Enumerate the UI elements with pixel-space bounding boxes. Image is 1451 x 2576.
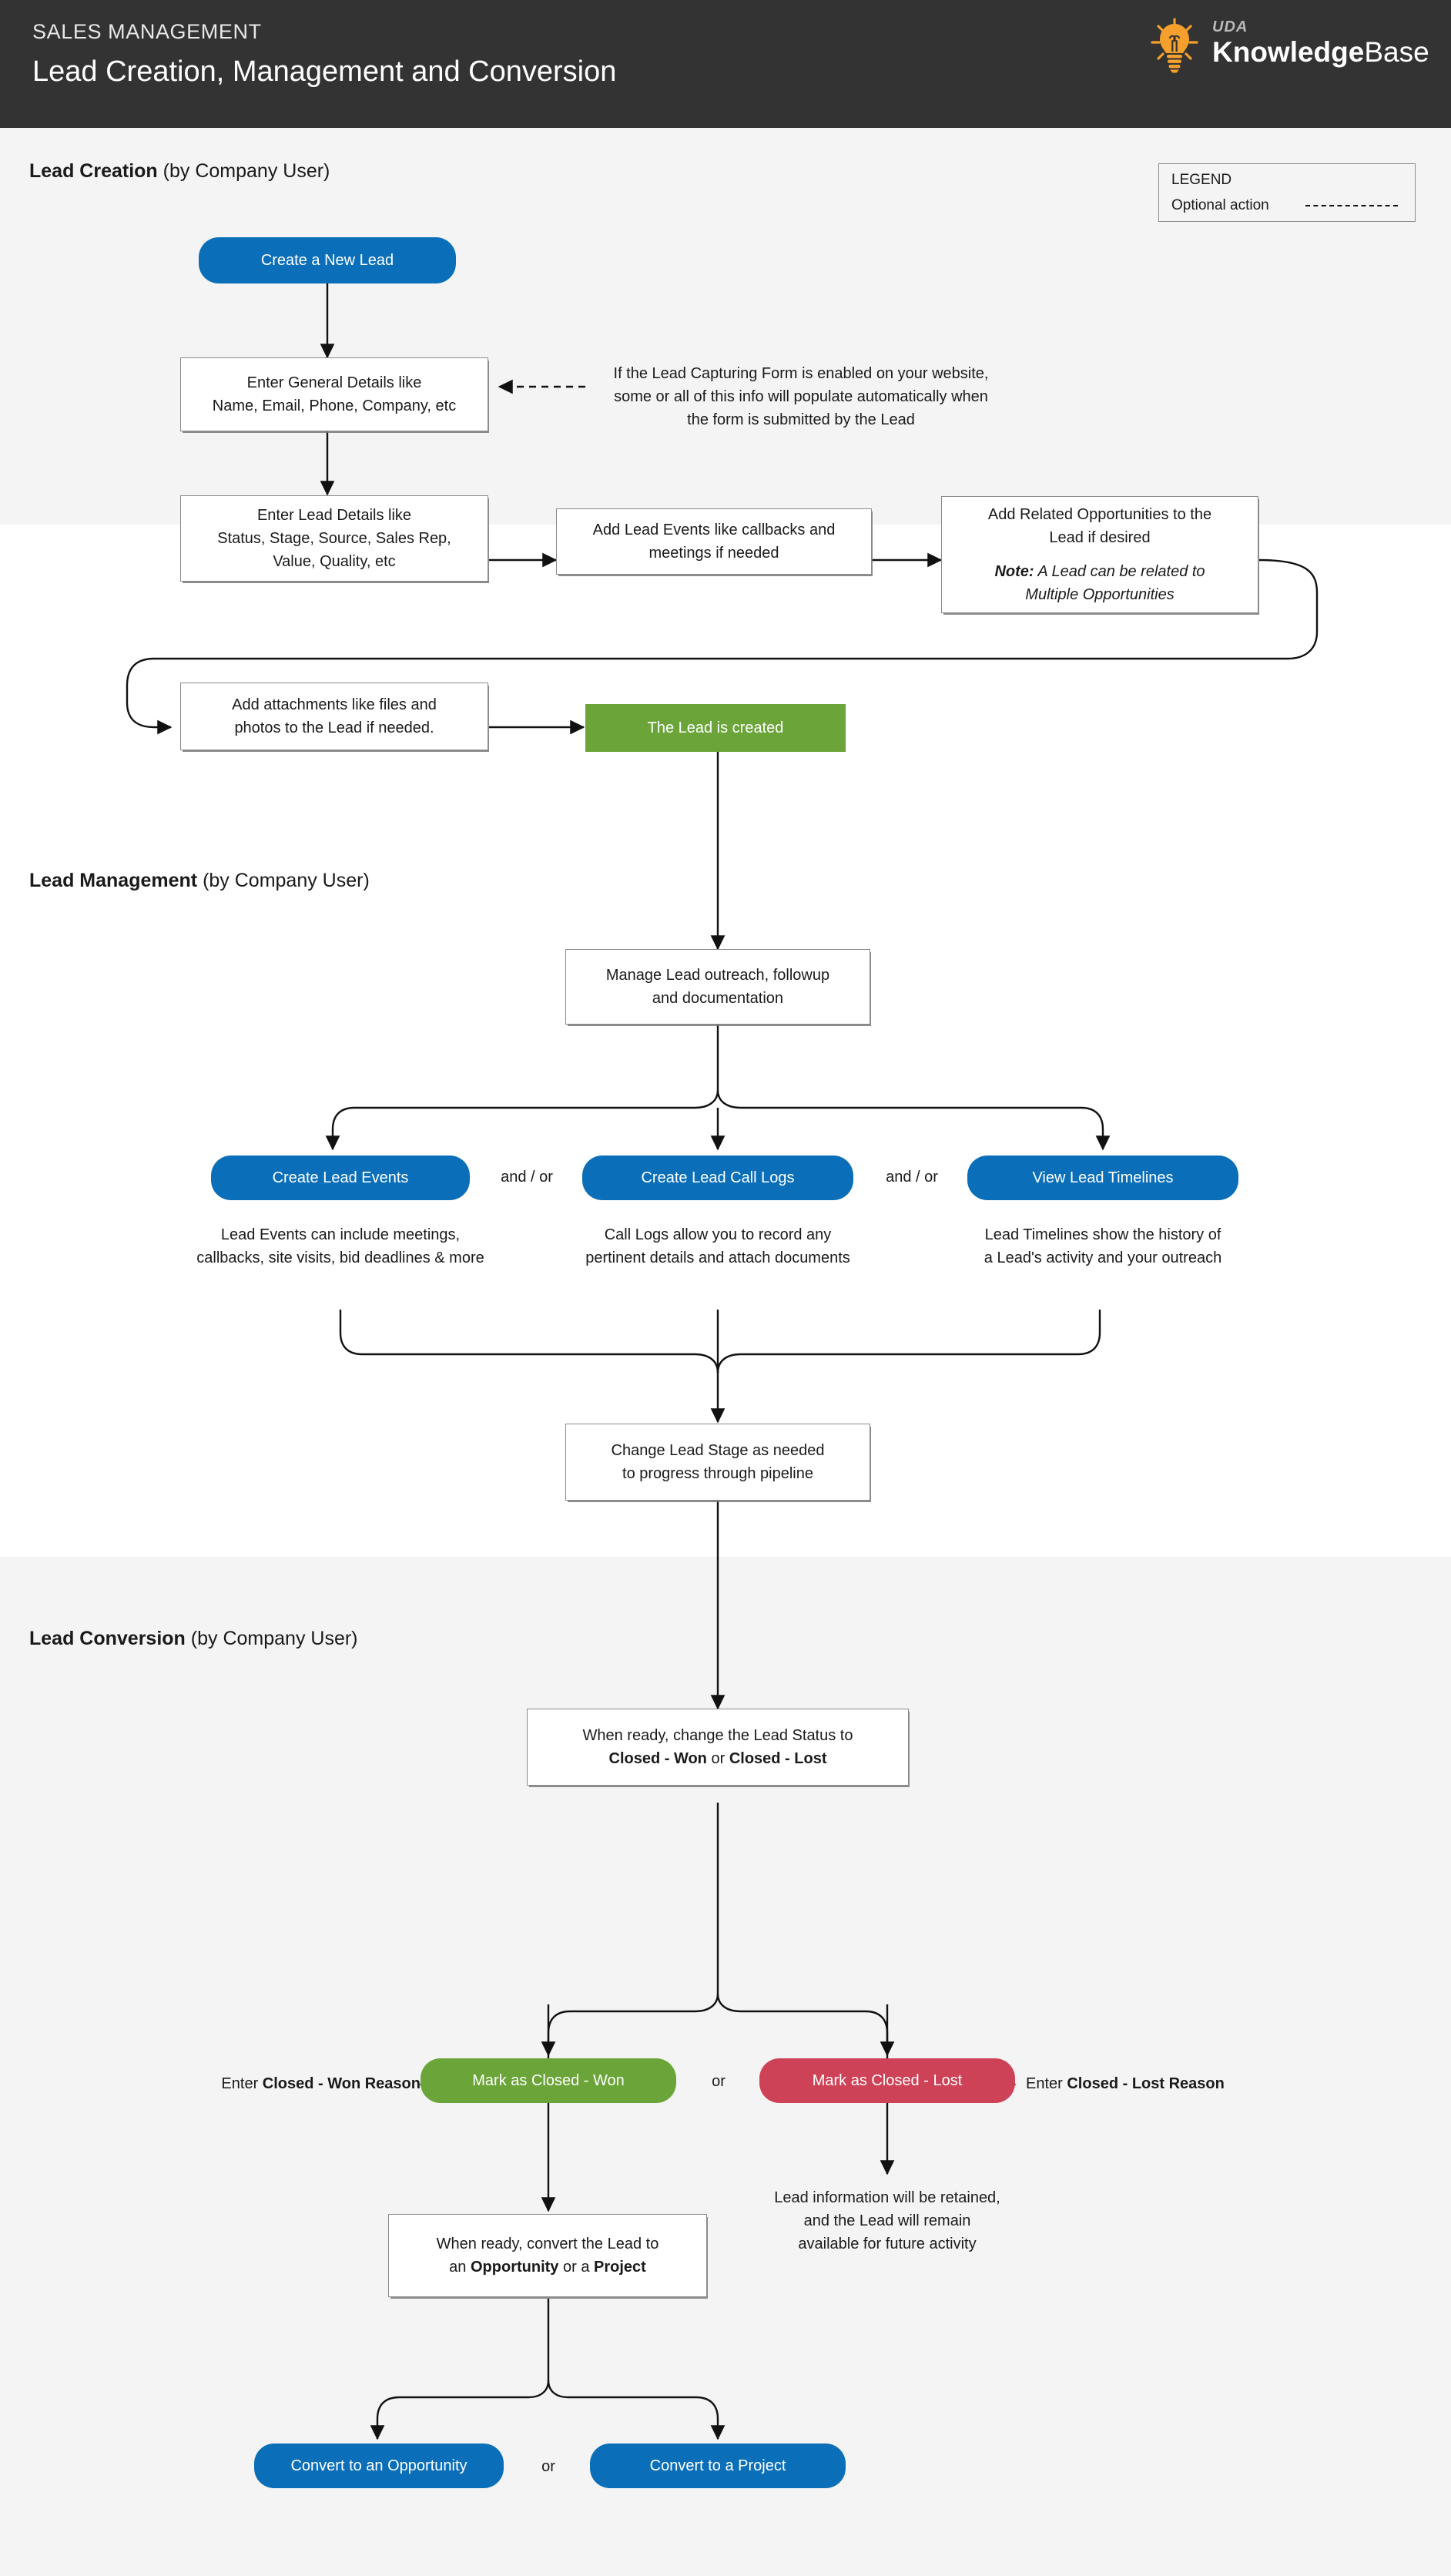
page-title: Lead Creation, Management and Conversion xyxy=(32,55,617,88)
mark-closed-lost-button[interactable]: Mark as Closed - Lost xyxy=(759,2058,1015,2103)
status-line-1: When ready, change the Lead Status to xyxy=(582,1727,853,1744)
status-or-text: or xyxy=(706,1750,729,1767)
convert-lead-box: When ready, convert the Lead to an Oppor… xyxy=(388,2214,707,2297)
create-lead-events-button[interactable]: Create Lead Events xyxy=(211,1156,470,1200)
legend-box: LEGEND Optional action xyxy=(1158,163,1416,222)
conjunction-and-or-2: and / or xyxy=(886,1169,938,1186)
status-lost-text: Closed - Lost xyxy=(729,1750,827,1767)
lead-info-retained-note: Lead information will be retained,and th… xyxy=(774,2189,1000,2252)
logo-wordmark: UDA KnowledgeBase xyxy=(1212,18,1429,69)
legend-optional-label: Optional action xyxy=(1171,197,1269,213)
legend-dashed-line-sample xyxy=(1305,205,1398,206)
section-name: Lead Conversion xyxy=(29,1628,186,1649)
uda-knowledgebase-logo: UDA KnowledgeBase xyxy=(1146,15,1429,75)
section-title-lead-creation: Lead Creation (by Company User) xyxy=(29,160,330,183)
change-lead-status-box: When ready, change the Lead Status to Cl… xyxy=(527,1709,909,1786)
status-line-2: Closed - Won or Closed - Lost xyxy=(609,1747,827,1770)
conversion-or-label: or xyxy=(712,2073,726,2090)
section-name: Lead Management xyxy=(29,870,198,891)
section-title-lead-conversion: Lead Conversion (by Company User) xyxy=(29,1628,358,1650)
convert-line-1: When ready, convert the Lead to xyxy=(436,2236,659,2252)
legend-title: LEGEND xyxy=(1171,172,1232,188)
logo-knowledge-word: Knowledge xyxy=(1212,36,1365,68)
section-actor: (by Company User) xyxy=(190,1628,358,1649)
lead-is-created-box: The Lead is created xyxy=(585,704,846,752)
logo-uda-text: UDA xyxy=(1212,18,1248,35)
enter-closed-won-reason-label: Enter Closed - Won Reason xyxy=(116,2072,421,2095)
convert-line-2: an Opportunity or a Project xyxy=(449,2256,646,2279)
convert-mid-text: or a xyxy=(558,2259,594,2276)
lost-reason-bold: Closed - Lost Reason xyxy=(1067,2075,1225,2092)
enter-closed-lost-reason-label: Enter Closed - Lost Reason xyxy=(1026,2072,1349,2095)
create-new-lead-button[interactable]: Create a New Lead xyxy=(199,237,456,283)
header-eyebrow: SALES MANAGEMENT xyxy=(32,20,262,43)
won-reason-prefix: Enter xyxy=(221,2075,263,2092)
lead-capture-form-note: If the Lead Capturing Form is enabled on… xyxy=(613,365,989,428)
create-lead-call-logs-button[interactable]: Create Lead Call Logs xyxy=(582,1156,853,1200)
section-name: Lead Creation xyxy=(29,160,158,182)
section-title-lead-management: Lead Management (by Company User) xyxy=(29,870,370,892)
status-won-text: Closed - Won xyxy=(608,1750,707,1767)
won-reason-bold: Closed - Won Reason xyxy=(262,2075,421,2092)
page-header: SALES MANAGEMENT Lead Creation, Manageme… xyxy=(0,0,1451,128)
view-lead-timelines-button[interactable]: View Lead Timelines xyxy=(967,1156,1238,1200)
note-label: Note: xyxy=(994,563,1034,580)
logo-knowledgebase-text: KnowledgeBase xyxy=(1212,35,1429,69)
mark-closed-won-button[interactable]: Mark as Closed - Won xyxy=(421,2058,676,2103)
convert-to-project-button[interactable]: Convert to a Project xyxy=(590,2444,846,2488)
logo-base-word: Base xyxy=(1364,36,1429,68)
convert-opportunity-text: Opportunity xyxy=(470,2259,559,2276)
lost-reason-prefix: Enter xyxy=(1026,2075,1067,2092)
bottom-or-label: or xyxy=(541,2458,555,2475)
section-actor: (by Company User) xyxy=(163,160,330,182)
lightbulb-icon xyxy=(1151,18,1198,73)
lead-events-caption: Lead Events can include meetings,callbac… xyxy=(196,1226,484,1266)
convert-to-opportunity-button[interactable]: Convert to an Opportunity xyxy=(254,2444,504,2488)
convert-project-text: Project xyxy=(594,2259,646,2276)
convert-prefix: an xyxy=(449,2259,471,2276)
conjunction-and-or-1: and / or xyxy=(501,1169,553,1186)
section-actor: (by Company User) xyxy=(203,870,370,891)
